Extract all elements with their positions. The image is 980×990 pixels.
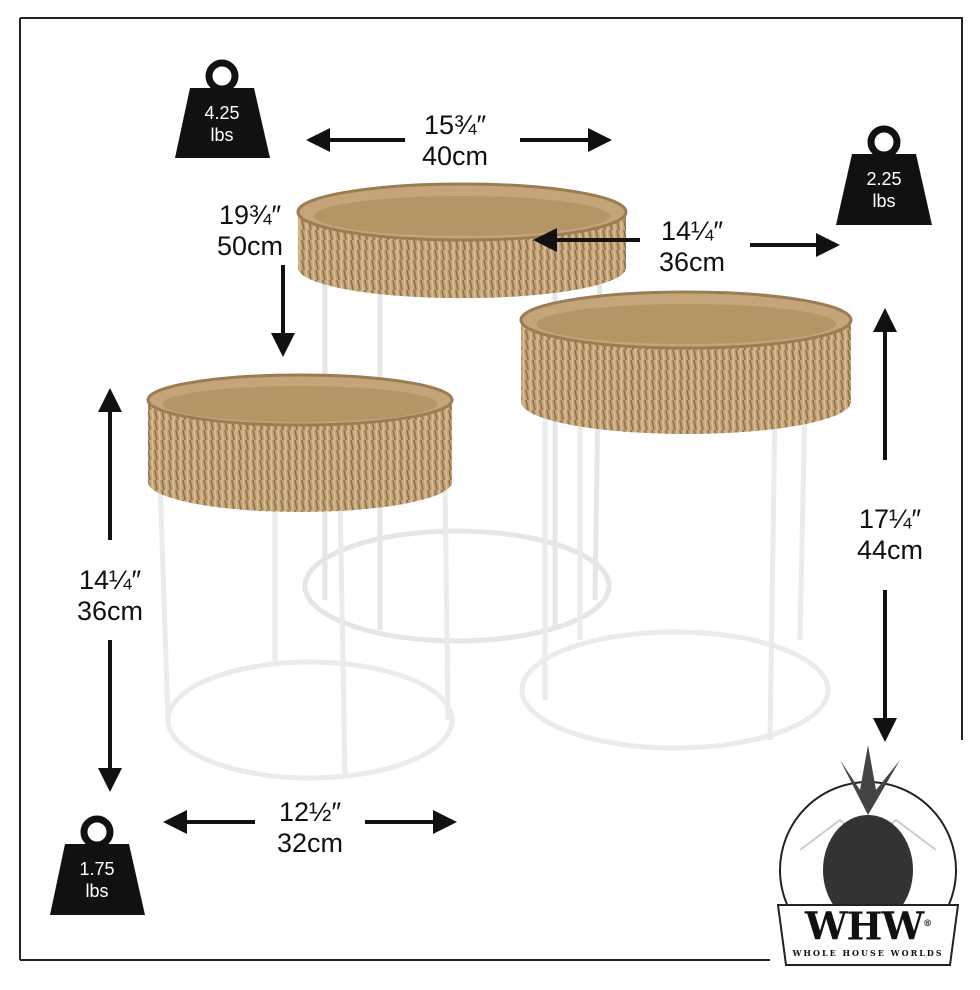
medium-diameter-label: 14¼″36cm bbox=[658, 216, 726, 277]
small-table bbox=[146, 373, 455, 781]
large-diameter-label: 15¾″40cm bbox=[421, 110, 489, 171]
logo-text: WHW® WHOLE HOUSE WORLDS bbox=[792, 903, 944, 958]
large-height-label: 19¾″50cm bbox=[216, 200, 284, 261]
frame-border bbox=[20, 17, 963, 961]
medium-height-label: 17¼″44cm bbox=[856, 504, 924, 565]
medium-table bbox=[519, 290, 853, 751]
whw-logo bbox=[776, 745, 960, 966]
dimension-arrows bbox=[98, 128, 897, 834]
small-diameter-label: 12½″32cm bbox=[276, 797, 344, 858]
weight-icons bbox=[50, 59, 932, 915]
large-table bbox=[296, 182, 628, 644]
small-height-label: 14¼″36cm bbox=[76, 565, 144, 626]
